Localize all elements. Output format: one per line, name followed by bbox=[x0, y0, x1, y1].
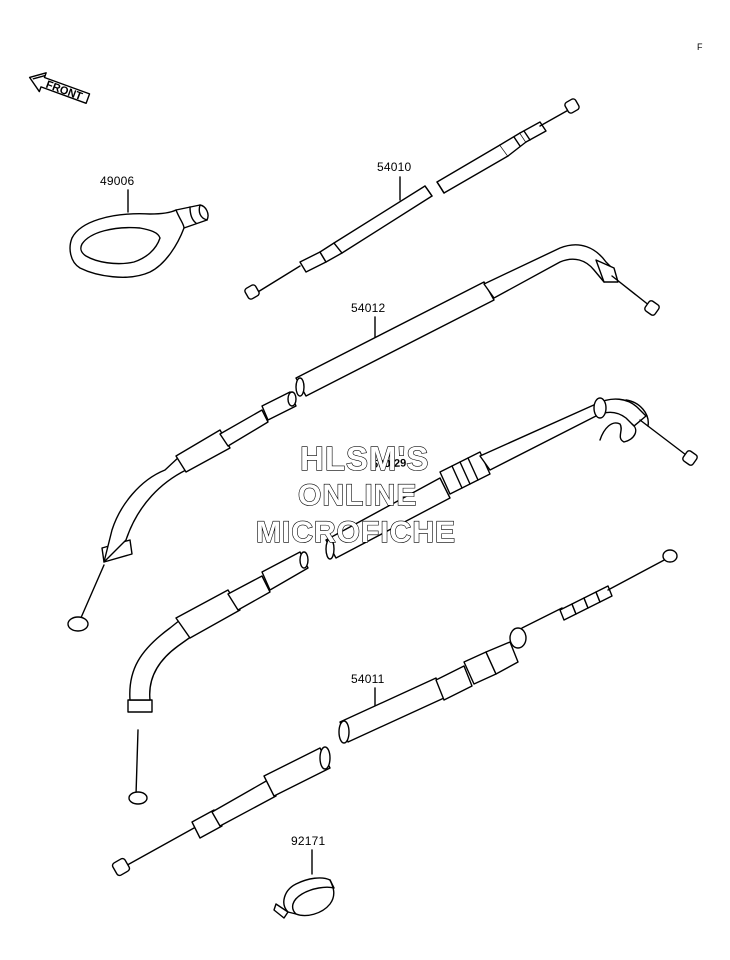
cable-cover-49006 bbox=[69, 189, 209, 278]
part-number-54012: 54012 bbox=[351, 301, 386, 315]
watermark-line-1: HLSM'S bbox=[299, 439, 430, 477]
part-number-54011: 54011 bbox=[351, 672, 385, 686]
cable-throttle-assembly bbox=[127, 397, 698, 805]
front-label: FRONT bbox=[44, 79, 84, 103]
cable-54010 bbox=[244, 98, 580, 300]
watermark-line-3: MICROFICHE bbox=[255, 515, 456, 549]
watermark-line-2: ONLINE bbox=[297, 478, 418, 512]
cable-54011 bbox=[111, 549, 678, 877]
clamp-92171 bbox=[273, 849, 335, 919]
corner-mark: F bbox=[697, 42, 703, 52]
part-number-49006: 49006 bbox=[100, 174, 135, 188]
part-number-92171: 92171 bbox=[291, 834, 326, 848]
front-arrow-icon: FRONT bbox=[28, 72, 91, 105]
part-number-54010: 54010 bbox=[377, 160, 412, 174]
cable-54012 bbox=[67, 244, 660, 632]
